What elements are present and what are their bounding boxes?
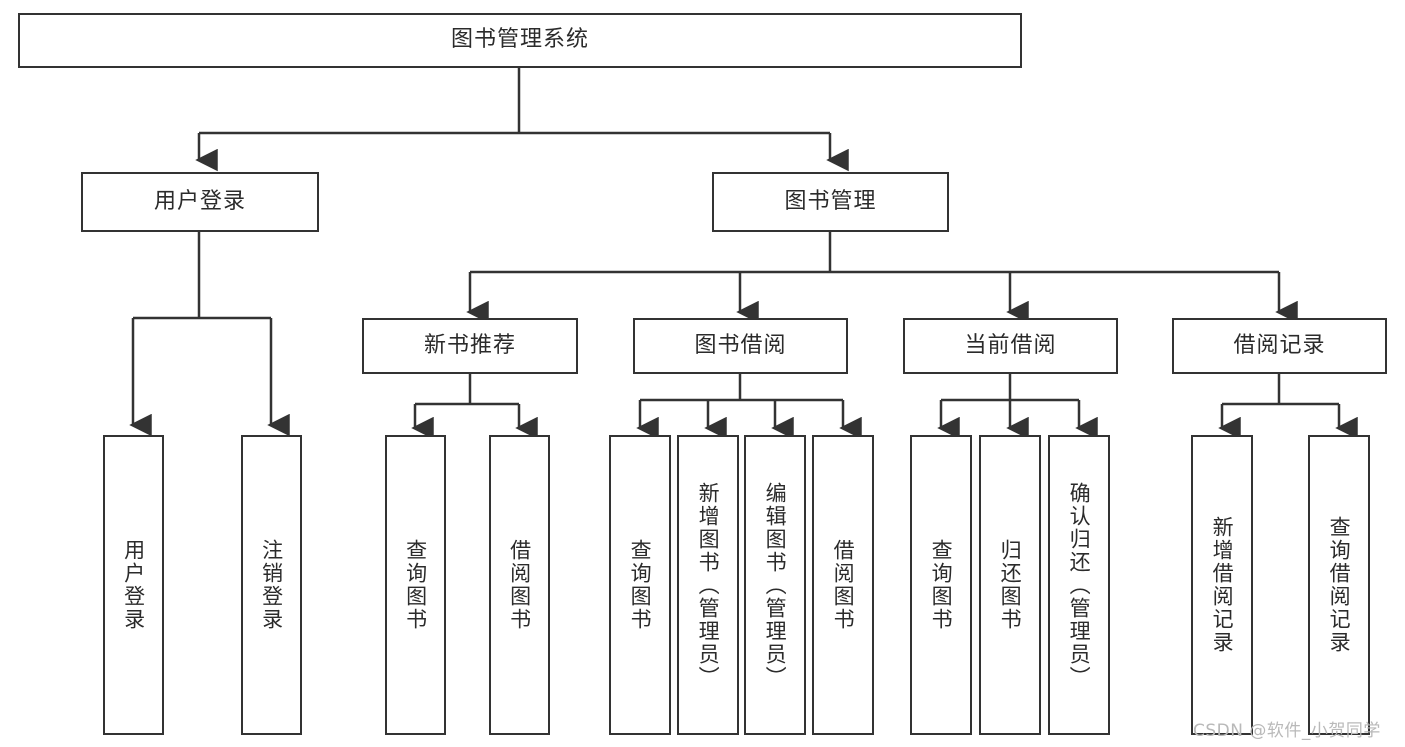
node-root-label: 图书管理系统 (450, 27, 589, 53)
watermark-text: CSDN @软件_小贺同学 (1193, 721, 1381, 741)
node-current-borrow-label: 当前借阅 (964, 332, 1057, 358)
node-leaf-current-3-label: 确认归还（管理员） (1067, 481, 1092, 689)
node-leaf-borrow-1[interactable]: 查询图书 (609, 435, 671, 735)
node-leaf-record-1-label: 新增借阅记录 (1210, 516, 1235, 654)
node-borrow-record[interactable]: 借阅记录 (1172, 318, 1387, 374)
node-leaf-recommend-2-label: 借阅图书 (507, 539, 532, 631)
node-leaf-user-login-1[interactable]: 用户登录 (103, 435, 164, 735)
node-leaf-borrow-4-label: 借阅图书 (831, 539, 856, 631)
node-leaf-borrow-2[interactable]: 新增图书（管理员） (677, 435, 739, 735)
node-leaf-record-2[interactable]: 查询借阅记录 (1308, 435, 1370, 735)
node-user-login[interactable]: 用户登录 (81, 172, 319, 232)
node-new-book-recommend-label: 新书推荐 (423, 332, 516, 358)
node-leaf-recommend-1-label: 查询图书 (403, 539, 428, 631)
node-leaf-borrow-4[interactable]: 借阅图书 (812, 435, 874, 735)
node-book-borrow[interactable]: 图书借阅 (633, 318, 848, 374)
node-user-login-label: 用户登录 (153, 188, 246, 214)
node-new-book-recommend[interactable]: 新书推荐 (362, 318, 578, 374)
node-leaf-borrow-3-label: 编辑图书（管理员） (763, 481, 788, 689)
node-book-management[interactable]: 图书管理 (712, 172, 949, 232)
node-leaf-user-login-2-label: 注销登录 (259, 539, 284, 631)
node-leaf-recommend-2[interactable]: 借阅图书 (489, 435, 550, 735)
node-leaf-borrow-1-label: 查询图书 (628, 539, 653, 631)
node-leaf-current-1[interactable]: 查询图书 (910, 435, 972, 735)
node-leaf-current-2[interactable]: 归还图书 (979, 435, 1041, 735)
node-leaf-borrow-2-label: 新增图书（管理员） (696, 481, 721, 689)
node-leaf-current-1-label: 查询图书 (929, 539, 954, 631)
node-book-borrow-label: 图书借阅 (694, 332, 787, 358)
node-leaf-current-2-label: 归还图书 (998, 539, 1023, 631)
node-leaf-user-login-1-label: 用户登录 (121, 539, 146, 631)
node-borrow-record-label: 借阅记录 (1233, 332, 1326, 358)
node-leaf-current-3[interactable]: 确认归还（管理员） (1048, 435, 1110, 735)
node-leaf-recommend-1[interactable]: 查询图书 (385, 435, 446, 735)
node-current-borrow[interactable]: 当前借阅 (903, 318, 1118, 374)
node-leaf-record-2-label: 查询借阅记录 (1327, 516, 1352, 654)
node-leaf-record-1[interactable]: 新增借阅记录 (1191, 435, 1253, 735)
node-leaf-user-login-2[interactable]: 注销登录 (241, 435, 302, 735)
node-root[interactable]: 图书管理系统 (18, 13, 1022, 68)
node-book-management-label: 图书管理 (784, 188, 877, 214)
node-leaf-borrow-3[interactable]: 编辑图书（管理员） (744, 435, 806, 735)
